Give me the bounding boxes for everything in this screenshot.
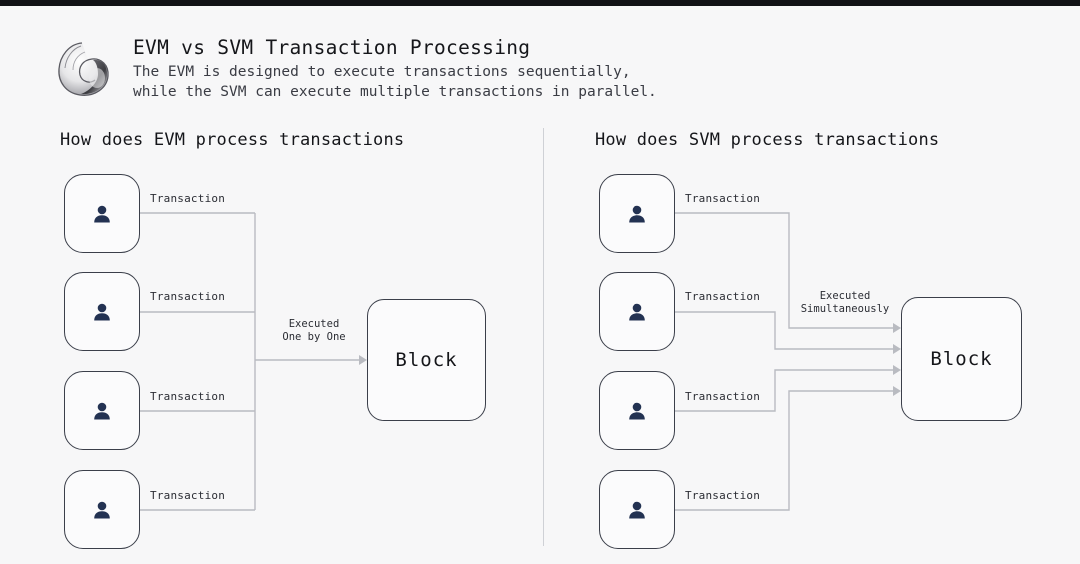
user-card[interactable] (64, 371, 140, 450)
arrowhead-svm-3 (893, 386, 901, 396)
user-avatar-icon (624, 201, 650, 227)
letterbox-bar-top (0, 0, 1080, 6)
flow-label-evm: Executed One by One (282, 318, 346, 343)
snail-shell-logo-icon (52, 40, 114, 98)
block-label: Block (930, 348, 993, 370)
block-box-evm[interactable]: Block (367, 299, 486, 421)
flow-label-svm: Executed Simultaneously (800, 290, 890, 315)
transaction-label: Transaction (685, 489, 761, 502)
user-card[interactable] (599, 371, 675, 450)
user-avatar-icon (89, 201, 115, 227)
user-avatar-icon (624, 497, 650, 523)
transaction-label: Transaction (150, 192, 226, 205)
user-avatar-icon (89, 497, 115, 523)
panel-divider (543, 128, 544, 546)
arrowhead-svm-1 (893, 344, 901, 354)
transaction-label: Transaction (150, 489, 226, 502)
section-heading-evm: How does EVM process transactions (60, 130, 405, 150)
user-card[interactable] (64, 174, 140, 253)
user-avatar-icon (624, 398, 650, 424)
transaction-label: Transaction (150, 390, 226, 403)
arrowhead-svm-2 (893, 365, 901, 375)
connector-svm-tx-1 (675, 311, 893, 350)
user-card[interactable] (599, 174, 675, 253)
user-card[interactable] (599, 272, 675, 351)
page-title: EVM vs SVM Transaction Processing (133, 36, 531, 59)
transaction-label: Transaction (685, 192, 761, 205)
user-card[interactable] (64, 470, 140, 549)
user-avatar-icon (89, 299, 115, 325)
arrowhead-evm-block (359, 355, 367, 365)
user-avatar-icon (89, 398, 115, 424)
user-card[interactable] (599, 470, 675, 549)
transaction-label: Transaction (685, 390, 761, 403)
user-avatar-icon (624, 299, 650, 325)
block-box-svm[interactable]: Block (901, 297, 1022, 421)
user-card[interactable] (64, 272, 140, 351)
page-subtitle: The EVM is designed to execute transacti… (133, 64, 657, 100)
transaction-label: Transaction (685, 290, 761, 303)
arrowhead-svm-0 (893, 323, 901, 333)
block-label: Block (395, 349, 458, 371)
transaction-label: Transaction (150, 290, 226, 303)
section-heading-svm: How does SVM process transactions (595, 130, 940, 150)
